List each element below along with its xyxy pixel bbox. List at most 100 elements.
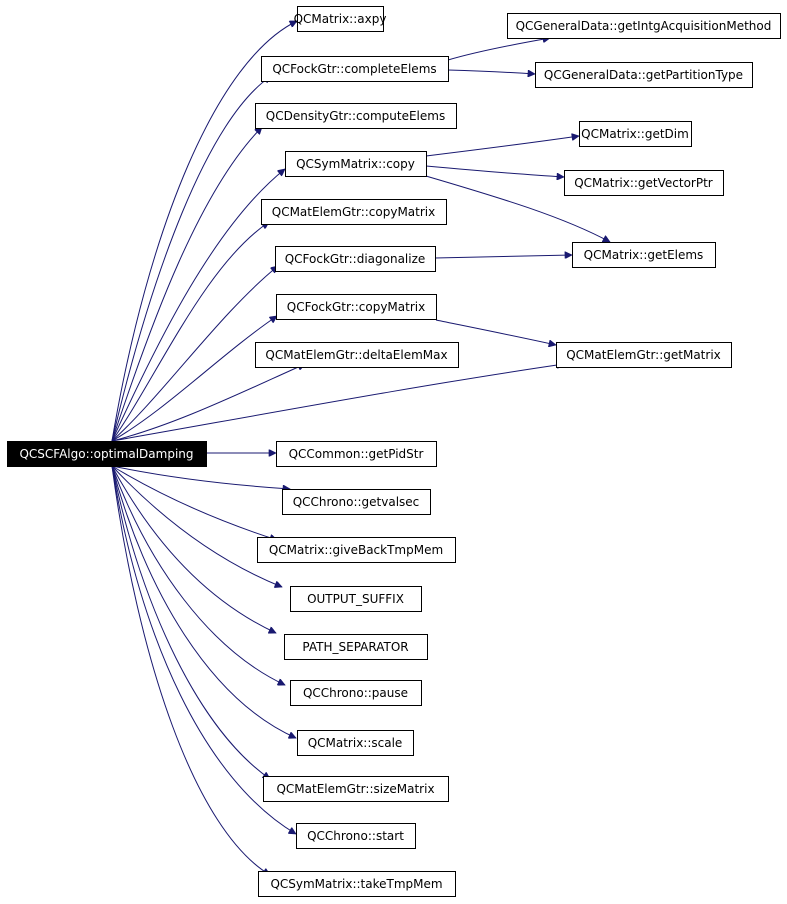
node-box [263, 776, 449, 802]
edge-symCopy-to-getElems [425, 175, 610, 243]
node-label: QCMatrix::getDim [581, 127, 689, 141]
edge-layer [111, 20, 610, 876]
node-box [7, 441, 207, 467]
edge-completeElems-to-getPartition [447, 69, 535, 74]
node-start[interactable]: QCChrono::start [296, 823, 416, 849]
node-box [257, 537, 456, 563]
node-layer: QCSCFAlgo::optimalDampingQCMatrix::axpyQ… [7, 6, 781, 897]
node-box [276, 294, 437, 320]
node-takeTmpMem[interactable]: QCSymMatrix::takeTmpMem [258, 871, 456, 897]
edge-root-to-start [111, 465, 296, 835]
node-getMatrix[interactable]: QCMatElemGtr::getMatrix [556, 342, 732, 368]
edge-diagonalize-to-getElems [434, 255, 572, 258]
node-label: OUTPUT_SUFFIX [307, 592, 404, 606]
node-getElems[interactable]: QCMatrix::getElems [572, 242, 716, 268]
node-box [507, 13, 781, 39]
edge-root-to-axpy [111, 20, 297, 442]
node-pathSep[interactable]: PATH_SEPARATOR [284, 634, 428, 660]
node-box [284, 634, 428, 660]
node-box [296, 823, 416, 849]
node-label: QCFockGtr::completeElems [272, 62, 436, 76]
edge-root-to-deltaElemMax [111, 364, 305, 442]
node-box [535, 62, 753, 88]
node-box [556, 342, 732, 368]
node-label: QCMatElemGtr::deltaElemMax [265, 348, 447, 362]
node-label: QCDensityGtr::computeElems [266, 109, 445, 123]
edge-root-to-computeElems [111, 127, 262, 442]
edge-root-to-symCopy [111, 169, 285, 442]
node-copyMatrixMEG[interactable]: QCMatElemGtr::copyMatrix [261, 199, 447, 225]
node-box [282, 489, 431, 515]
node-box [290, 680, 422, 706]
node-symCopy[interactable]: QCSymMatrix::copy [285, 151, 427, 177]
edge-root-to-giveBack [111, 465, 277, 540]
edge-copyMatrixFock-to-getMatrix [435, 319, 556, 345]
node-label: QCMatrix::getElems [584, 248, 704, 262]
node-sizeMatrix[interactable]: QCMatElemGtr::sizeMatrix [263, 776, 449, 802]
edge-root-to-completeElems [111, 76, 271, 442]
node-label: QCSymMatrix::takeTmpMem [270, 877, 442, 891]
node-box [255, 103, 457, 129]
edge-completeElems-to-getIntg [447, 38, 550, 61]
node-label: QCFockGtr::copyMatrix [287, 300, 425, 314]
edge-symCopy-to-getVectorPtr [425, 165, 564, 177]
node-scale[interactable]: QCMatrix::scale [297, 730, 414, 756]
node-box [290, 586, 422, 612]
node-box [276, 441, 437, 467]
node-box [261, 199, 447, 225]
node-getPidStr[interactable]: QCCommon::getPidStr [276, 441, 437, 467]
node-label: QCGeneralData::getPartitionType [544, 68, 743, 82]
node-root[interactable]: QCSCFAlgo::optimalDamping [7, 441, 207, 467]
node-getDim[interactable]: QCMatrix::getDim [579, 121, 692, 147]
edge-symCopy-to-getDim [425, 136, 579, 157]
edge-root-to-getMatrix [111, 364, 564, 442]
node-getPartition[interactable]: QCGeneralData::getPartitionType [535, 62, 753, 88]
node-label: QCChrono::start [307, 829, 404, 843]
node-deltaElemMax[interactable]: QCMatElemGtr::deltaElemMax [255, 342, 459, 368]
node-label: QCMatrix::giveBackTmpMem [269, 543, 443, 557]
node-label: QCSCFAlgo::optimalDamping [19, 447, 193, 461]
edge-root-to-copyMatrixMEG [111, 222, 269, 442]
node-label: QCMatrix::axpy [294, 12, 387, 26]
node-box [255, 342, 459, 368]
node-box [564, 170, 724, 196]
node-label: QCMatElemGtr::getMatrix [566, 348, 721, 362]
edge-root-to-takeTmpMem [111, 465, 270, 876]
node-box [275, 246, 436, 272]
node-getVectorPtr[interactable]: QCMatrix::getVectorPtr [564, 170, 724, 196]
edge-root-to-scale [111, 465, 296, 738]
node-axpy[interactable]: QCMatrix::axpy [294, 6, 387, 32]
edge-root-to-sizeMatrix [111, 465, 270, 779]
node-computeElems[interactable]: QCDensityGtr::computeElems [255, 103, 457, 129]
edge-root-to-getvalsec [111, 465, 290, 489]
node-outSuffix[interactable]: OUTPUT_SUFFIX [290, 586, 422, 612]
node-copyMatrixFock[interactable]: QCFockGtr::copyMatrix [276, 294, 437, 320]
node-box [261, 56, 449, 82]
node-box [579, 121, 692, 147]
edge-root-to-pause [111, 465, 285, 685]
node-label: QCChrono::getvalsec [293, 495, 420, 509]
node-pause[interactable]: QCChrono::pause [290, 680, 422, 706]
node-completeElems[interactable]: QCFockGtr::completeElems [261, 56, 449, 82]
node-giveBack[interactable]: QCMatrix::giveBackTmpMem [257, 537, 456, 563]
edge-root-to-outSuffix [111, 465, 282, 587]
node-box [297, 730, 414, 756]
node-box [297, 6, 384, 32]
node-diagonalize[interactable]: QCFockGtr::diagonalize [275, 246, 436, 272]
node-label: QCMatrix::getVectorPtr [574, 176, 713, 190]
node-box [285, 151, 427, 177]
node-box [572, 242, 716, 268]
node-label: QCChrono::pause [303, 686, 408, 700]
node-label: QCFockGtr::diagonalize [285, 252, 426, 266]
node-getvalsec[interactable]: QCChrono::getvalsec [282, 489, 431, 515]
node-label: QCSymMatrix::copy [296, 157, 415, 171]
node-box [258, 871, 456, 897]
edge-root-to-pathSep [111, 465, 276, 633]
node-getIntg[interactable]: QCGeneralData::getIntgAcquisitionMethod [507, 13, 781, 39]
node-label: PATH_SEPARATOR [302, 640, 408, 654]
edge-root-to-diagonalize [111, 266, 278, 442]
node-label: QCMatrix::scale [308, 736, 403, 750]
node-label: QCMatElemGtr::copyMatrix [272, 205, 435, 219]
node-label: QCCommon::getPidStr [289, 447, 424, 461]
